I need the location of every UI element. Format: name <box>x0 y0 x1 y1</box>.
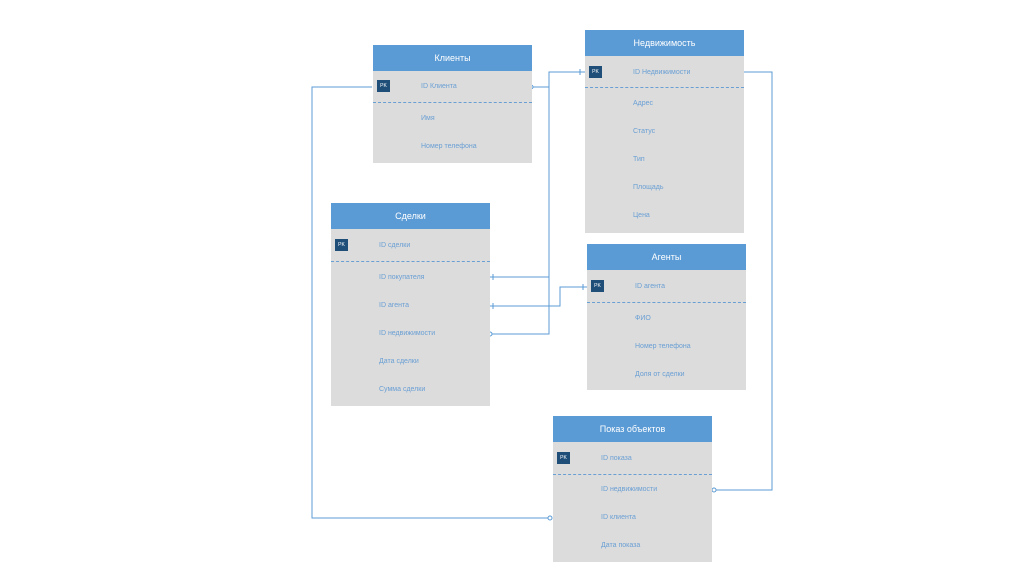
entity-agents-title: Агенты <box>587 244 746 270</box>
field-name: Имя <box>421 115 435 122</box>
pk-badge: PK <box>591 280 604 292</box>
pk-row: PK ID агента <box>587 270 746 303</box>
field-address: Адрес <box>633 100 654 107</box>
entity-property[interactable]: Недвижимость PK ID Недвижимости Адрес Ст… <box>585 30 744 233</box>
field-deal-share: Доля от сделки <box>635 371 685 378</box>
entity-clients[interactable]: Клиенты PK ID Клиента Имя Номер телефона <box>373 45 532 163</box>
pk-badge: PK <box>335 239 348 251</box>
field-showing-id: ID показа <box>601 455 632 462</box>
line-property-to-showings <box>712 71 773 491</box>
pk-row: PK ID Недвижимости <box>585 56 744 88</box>
entity-property-title: Недвижимость <box>585 30 744 56</box>
pk-row: PK ID Клиента <box>373 71 532 103</box>
field-phone: Номер телефона <box>635 343 691 350</box>
field-property-id: ID недвижимости <box>379 330 436 337</box>
pk-row: PK ID сделки <box>331 229 490 262</box>
line-clients-to-property <box>532 71 585 88</box>
pk-badge: PK <box>589 66 602 78</box>
line-clients-to-showings <box>311 86 552 519</box>
field-full-name: ФИО <box>635 315 651 322</box>
field-client-id: ID клиента <box>601 514 636 521</box>
field-client-id: ID Клиента <box>421 83 457 90</box>
field-status: Статус <box>633 128 656 135</box>
line-deals-property-to-property <box>490 277 550 335</box>
pk-row: PK ID показа <box>553 442 712 475</box>
field-property-id: ID Недвижимости <box>633 69 691 76</box>
entity-deals-title: Сделки <box>331 203 490 229</box>
pk-badge: PK <box>557 452 570 464</box>
line-deals-agent-to-agents <box>490 286 587 307</box>
field-property-id: ID недвижимости <box>601 486 658 493</box>
field-phone: Номер телефона <box>421 143 477 150</box>
field-area: Площадь <box>633 184 664 191</box>
connector-end <box>711 487 717 493</box>
field-deal-sum: Сумма сделки <box>379 386 426 393</box>
field-showing-date: Дата показа <box>601 542 641 549</box>
entity-agents[interactable]: Агенты PK ID агента ФИО Номер телефона Д… <box>587 244 746 390</box>
field-buyer-id: ID покупателя <box>379 274 425 281</box>
entity-deals[interactable]: Сделки PK ID сделки ID покупателя ID аге… <box>331 203 490 406</box>
field-agent-id: ID агента <box>635 283 666 290</box>
field-deal-date: Дата сделки <box>379 358 419 365</box>
field-agent-id: ID агента <box>379 302 410 309</box>
field-price: Цена <box>633 212 650 219</box>
entity-clients-title: Клиенты <box>373 45 532 71</box>
entity-showings[interactable]: Показ объектов PK ID показа ID недвижимо… <box>553 416 712 562</box>
field-type: Тип <box>633 156 645 163</box>
field-deal-id: ID сделки <box>379 242 411 249</box>
connector-end <box>547 515 553 521</box>
pk-badge: PK <box>377 80 390 92</box>
entity-showings-title: Показ объектов <box>553 416 712 442</box>
